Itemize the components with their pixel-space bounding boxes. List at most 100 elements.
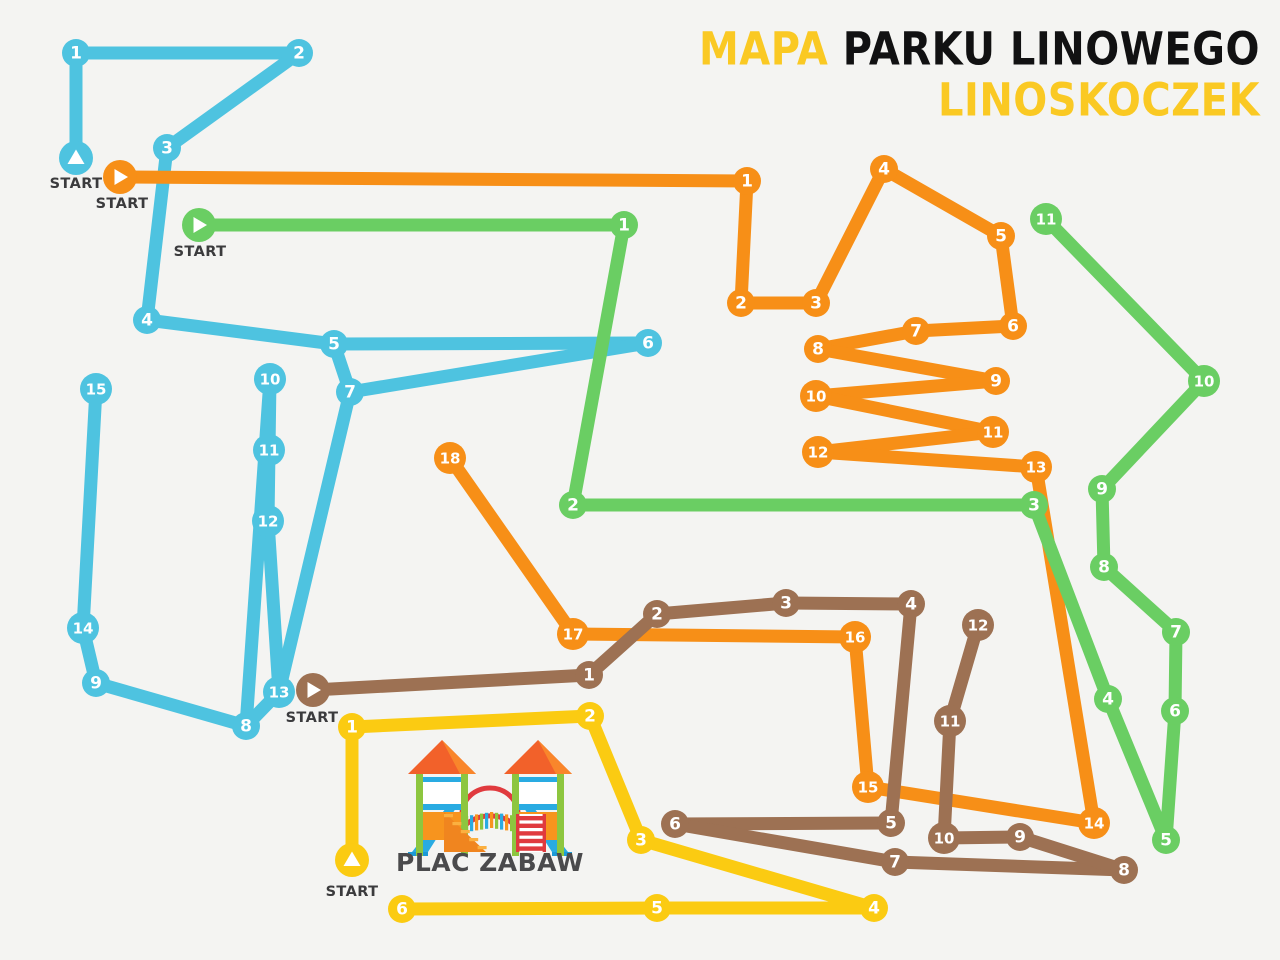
route-green-node-4[interactable]: 4 (1094, 685, 1122, 713)
route-blue-node-5[interactable]: 5 (320, 330, 348, 358)
station-number: 8 (240, 717, 252, 737)
station-number: 11 (259, 442, 280, 460)
route-yellow-node-2[interactable]: 2 (576, 702, 604, 730)
route-orange-node-17[interactable]: 17 (557, 618, 589, 650)
station-circle (802, 436, 834, 468)
route-green-node-7[interactable]: 7 (1162, 618, 1190, 646)
route-brown-node-5[interactable]: 5 (877, 809, 905, 837)
station-circle (252, 505, 284, 537)
route-segment (994, 229, 1020, 333)
route-orange-start-marker[interactable]: START (96, 160, 149, 212)
route-green-node-2[interactable]: 2 (559, 491, 587, 519)
route-yellow[interactable]: START 1 2 3 4 5 6 (326, 702, 888, 923)
route-blue-node-10[interactable]: 10 (254, 363, 286, 395)
route-orange-node-12[interactable]: 12 (802, 436, 834, 468)
station-number: 9 (1014, 828, 1026, 848)
route-orange-node-3[interactable]: 3 (802, 289, 830, 317)
route-brown-node-8[interactable]: 8 (1110, 856, 1138, 884)
route-brown-node-9[interactable]: 9 (1006, 823, 1034, 851)
route-green-node-3[interactable]: 3 (1020, 491, 1048, 519)
station-circle (1162, 618, 1190, 646)
route-green-node-1[interactable]: 1 (610, 211, 638, 239)
route-blue-node-11[interactable]: 11 (253, 434, 285, 466)
station-circle (1161, 697, 1189, 725)
route-blue-node-1[interactable]: 1 (62, 39, 90, 67)
map-title-line-2: LINOSKOCZEK (937, 74, 1260, 128)
route-blue-node-7[interactable]: 7 (336, 378, 364, 406)
route-yellow-start-marker[interactable]: START (326, 843, 379, 900)
route-green-node-10[interactable]: 10 (1188, 365, 1220, 397)
route-orange-node-18[interactable]: 18 (434, 442, 466, 474)
route-blue-node-3[interactable]: 3 (153, 134, 181, 162)
route-brown-node-6[interactable]: 6 (661, 810, 689, 838)
tower-post-left (416, 774, 423, 856)
route-orange-node-11[interactable]: 11 (977, 416, 1009, 448)
route-blue-node-6[interactable]: 6 (634, 329, 662, 357)
station-circle (1078, 807, 1110, 839)
station-number: 1 (583, 666, 595, 686)
route-orange-node-6[interactable]: 6 (999, 312, 1027, 340)
route-segment (1097, 560, 1183, 639)
route-orange-node-7[interactable]: 7 (902, 317, 930, 345)
route-brown-node-2[interactable]: 2 (643, 600, 671, 628)
route-yellow-node-3[interactable]: 3 (627, 826, 655, 854)
route-yellow-node-6[interactable]: 6 (388, 895, 416, 923)
route-blue-node-12[interactable]: 12 (252, 505, 284, 537)
route-blue-node-8[interactable]: 8 (232, 712, 260, 740)
play-triangle-icon (114, 169, 128, 185)
route-orange-node-14[interactable]: 14 (1078, 807, 1110, 839)
route-orange-node-8[interactable]: 8 (804, 335, 832, 363)
route-brown-start-marker[interactable]: START (286, 673, 339, 726)
station-number: 8 (812, 340, 824, 360)
route-segment (1013, 830, 1131, 877)
route-green-node-8[interactable]: 8 (1090, 553, 1118, 581)
station-circle (1020, 491, 1048, 519)
tower-rail-mid (519, 804, 557, 810)
route-green-node-9[interactable]: 9 (1088, 475, 1116, 503)
route-yellow-node-5[interactable]: 5 (643, 894, 671, 922)
route-orange-node-4[interactable]: 4 (870, 155, 898, 183)
route-brown-node-7[interactable]: 7 (881, 848, 909, 876)
route-brown-node-12[interactable]: 12 (962, 609, 994, 641)
route-brown-node-11[interactable]: 11 (934, 705, 966, 737)
route-blue-node-2[interactable]: 2 (285, 39, 313, 67)
route-orange-node-9[interactable]: 9 (982, 367, 1010, 395)
route-blue-node-15[interactable]: 15 (80, 373, 112, 405)
route-brown-node-3[interactable]: 3 (772, 589, 800, 617)
route-green-start-marker[interactable]: START (174, 208, 227, 260)
route-orange-node-10[interactable]: 10 (800, 380, 832, 412)
route-blue-start-marker[interactable]: START (50, 141, 103, 192)
route-segment (668, 817, 902, 869)
map-title: MAPA PARKU LINOWEGO LINOSKOCZEK (699, 27, 1260, 124)
route-yellow-node-4[interactable]: 4 (860, 894, 888, 922)
route-orange-node-15[interactable]: 15 (852, 771, 884, 803)
route-brown-node-1[interactable]: 1 (575, 661, 603, 689)
route-segment (261, 514, 286, 699)
route-orange-node-16[interactable]: 16 (839, 621, 871, 653)
route-brown-node-4[interactable]: 4 (897, 590, 925, 618)
route-yellow-node-1[interactable]: 1 (338, 713, 366, 741)
route-green-node-6[interactable]: 6 (1161, 697, 1189, 725)
route-blue-node-14[interactable]: 14 (67, 612, 99, 644)
route-orange-node-13[interactable]: 13 (1020, 451, 1052, 483)
route-brown-node-10[interactable]: 10 (928, 822, 960, 854)
route-blue-node-4[interactable]: 4 (133, 306, 161, 334)
route-blue-node-9[interactable]: 9 (82, 669, 110, 697)
station-number: 11 (1036, 211, 1057, 229)
station-number: 2 (651, 605, 663, 625)
route-segment (443, 451, 580, 641)
route-orange-node-1[interactable]: 1 (733, 167, 761, 195)
route-green-node-11[interactable]: 11 (1030, 203, 1062, 235)
station-circle (576, 702, 604, 730)
route-orange-node-2[interactable]: 2 (727, 289, 755, 317)
route-orange-node-5[interactable]: 5 (987, 222, 1015, 250)
station-circle (1094, 685, 1122, 713)
station-number: 9 (1096, 480, 1108, 500)
route-blue-node-13[interactable]: 13 (263, 676, 295, 708)
route-green-node-5[interactable]: 5 (1152, 826, 1180, 854)
bridge-slat (475, 814, 479, 831)
